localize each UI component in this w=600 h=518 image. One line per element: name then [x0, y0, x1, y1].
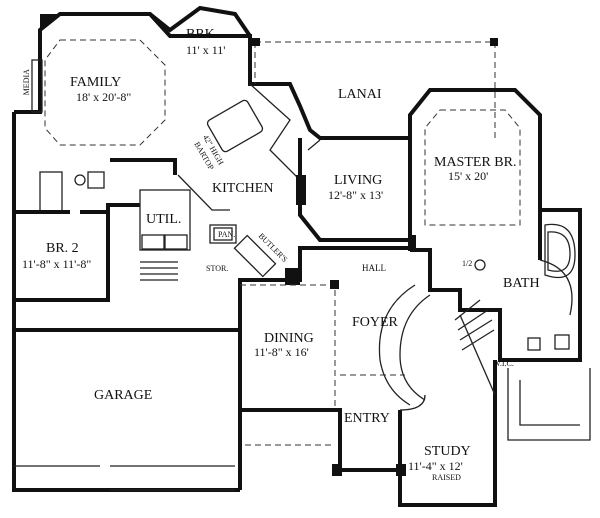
- garage-label: GARAGE: [94, 388, 153, 403]
- br2-label: BR. 2: [46, 241, 79, 256]
- study-label: STUDY: [424, 444, 471, 459]
- foyer-label: FOYER: [352, 315, 398, 330]
- pantry: [213, 227, 233, 241]
- bath-label: BATH: [503, 276, 540, 291]
- half-bath-label: 1/2: [462, 259, 473, 268]
- living-label: LIVING: [334, 173, 383, 188]
- entry-label: ENTRY: [344, 411, 390, 426]
- brk-label: BRK.: [186, 27, 219, 42]
- utility-room: [139, 189, 191, 251]
- master-dimension: 15' x 20': [448, 169, 489, 183]
- lanai-label: LANAI: [338, 87, 382, 102]
- bath-tub: [544, 223, 576, 279]
- hall-label: HALL: [362, 263, 386, 273]
- main-stair: [378, 284, 495, 406]
- family-dimension: 18' x 20'-8": [76, 90, 132, 104]
- study-raised-note: RAISED: [432, 473, 461, 482]
- breakfast-bay: [148, 5, 252, 38]
- wic-shelves: [507, 368, 591, 441]
- butlers-pantry: [233, 234, 277, 278]
- util-label: UTIL.: [146, 212, 182, 227]
- corner-column: [40, 14, 60, 30]
- master-label: MASTER BR.: [434, 155, 517, 170]
- study-dimension: 11'-4" x 12': [408, 459, 463, 473]
- bath-vanity-curve: [539, 259, 573, 316]
- master-ceiling-outline: [424, 109, 521, 226]
- garage-stairs: [140, 261, 178, 281]
- media-label: MEDIA: [21, 69, 31, 96]
- living-dimension: 12'-8" x 13': [328, 188, 384, 202]
- pan-label: PAN.: [218, 230, 236, 239]
- family-label: FAMILY: [70, 75, 122, 90]
- stor-label: STOR.: [206, 264, 229, 273]
- kitchen-island: [206, 99, 264, 153]
- dining-dimension: 11'-8" x 16': [254, 345, 309, 359]
- kitchen-label: KITCHEN: [212, 181, 274, 196]
- media-niche: [31, 59, 43, 113]
- garage-walls: [14, 328, 240, 491]
- br2-bath-tub: [39, 171, 63, 213]
- family-ceiling-outline: [44, 39, 166, 146]
- dining-label: DINING: [264, 331, 314, 346]
- brk-dimension: 11' x 11': [186, 43, 226, 57]
- br2-dimension: 11'-8" x 11'-8": [22, 257, 92, 271]
- wic-label: W.I.C.: [493, 359, 514, 368]
